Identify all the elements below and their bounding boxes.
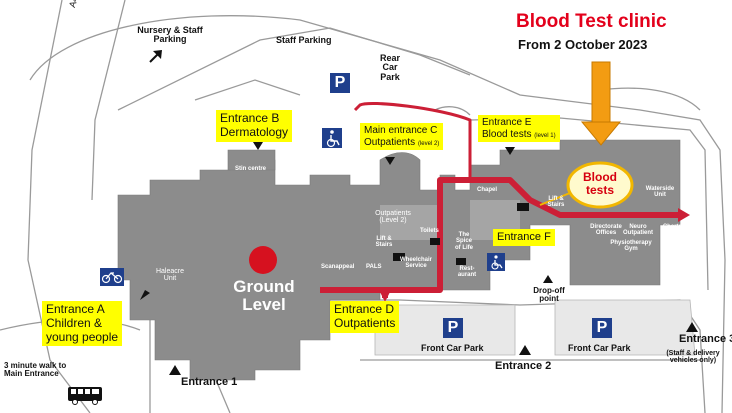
- rear-car-park-label: Rear Car Park: [379, 53, 400, 82]
- callout-arrow-shaft: [591, 61, 611, 123]
- chapel-label: Chapel: [477, 187, 498, 193]
- front-car-park-right-label: Front Car Park: [568, 343, 631, 353]
- wheelchair-icon: [322, 128, 342, 148]
- route-end-arrow: [678, 208, 690, 222]
- lift-stairs-icon: [393, 203, 529, 265]
- entrance-f-box: Entrance F: [493, 229, 555, 246]
- lift-stairs-right-label: Lift &Stairs: [547, 196, 565, 209]
- clinic-title: Blood Test clinic: [516, 11, 667, 32]
- entrance-1-label: Entrance 1: [181, 376, 238, 388]
- ground-level-label: Ground Level: [233, 277, 295, 314]
- callout-pointer: [539, 192, 571, 206]
- entrance-2-label: Entrance 2: [495, 360, 552, 372]
- staff-parking-label: Staff Parking: [276, 35, 332, 45]
- parking-icon: P: [330, 73, 350, 93]
- toilets-label: Toilets: [420, 228, 439, 234]
- blood-tests-label: Blood tests: [583, 170, 617, 197]
- front-car-park-left-label: Front Car Park: [421, 343, 484, 353]
- wheelchair-icon: [487, 253, 505, 271]
- parking-icon: P: [443, 318, 463, 338]
- entrance-3-label: Entrance 3: [679, 333, 732, 345]
- bus-icon: [68, 387, 102, 405]
- pals-label: PALS: [366, 264, 382, 270]
- clinic-subtitle: From 2 October 2023: [518, 37, 648, 52]
- outpatients-label: Outpatients(Level 2): [375, 210, 411, 225]
- entrance-c-box: Main entrance C Outpatients (level 2): [360, 123, 444, 150]
- callout-arrow-head: [580, 121, 622, 146]
- blood-tests-bubble: [566, 161, 634, 209]
- restaurant-label: Rest-aurant: [457, 266, 477, 279]
- parking-icon: P: [592, 318, 612, 338]
- scanappeal-label: Scanappeal: [321, 264, 355, 270]
- nursery-parking-label: Nursery & Staff Parking: [137, 25, 203, 45]
- entrance-e-box: Entrance E Blood tests (level 1): [478, 115, 560, 142]
- bicycle-icon: [100, 268, 124, 286]
- entrance-markers: [140, 142, 698, 375]
- lift-stairs-left-label: Lift &Stairs: [375, 236, 393, 249]
- entrance-d-arrow: [379, 290, 391, 302]
- ground-level-dot: [249, 246, 277, 274]
- stin-centre-label: Stin centre: [235, 166, 267, 172]
- north-arrow-icon: [149, 50, 162, 63]
